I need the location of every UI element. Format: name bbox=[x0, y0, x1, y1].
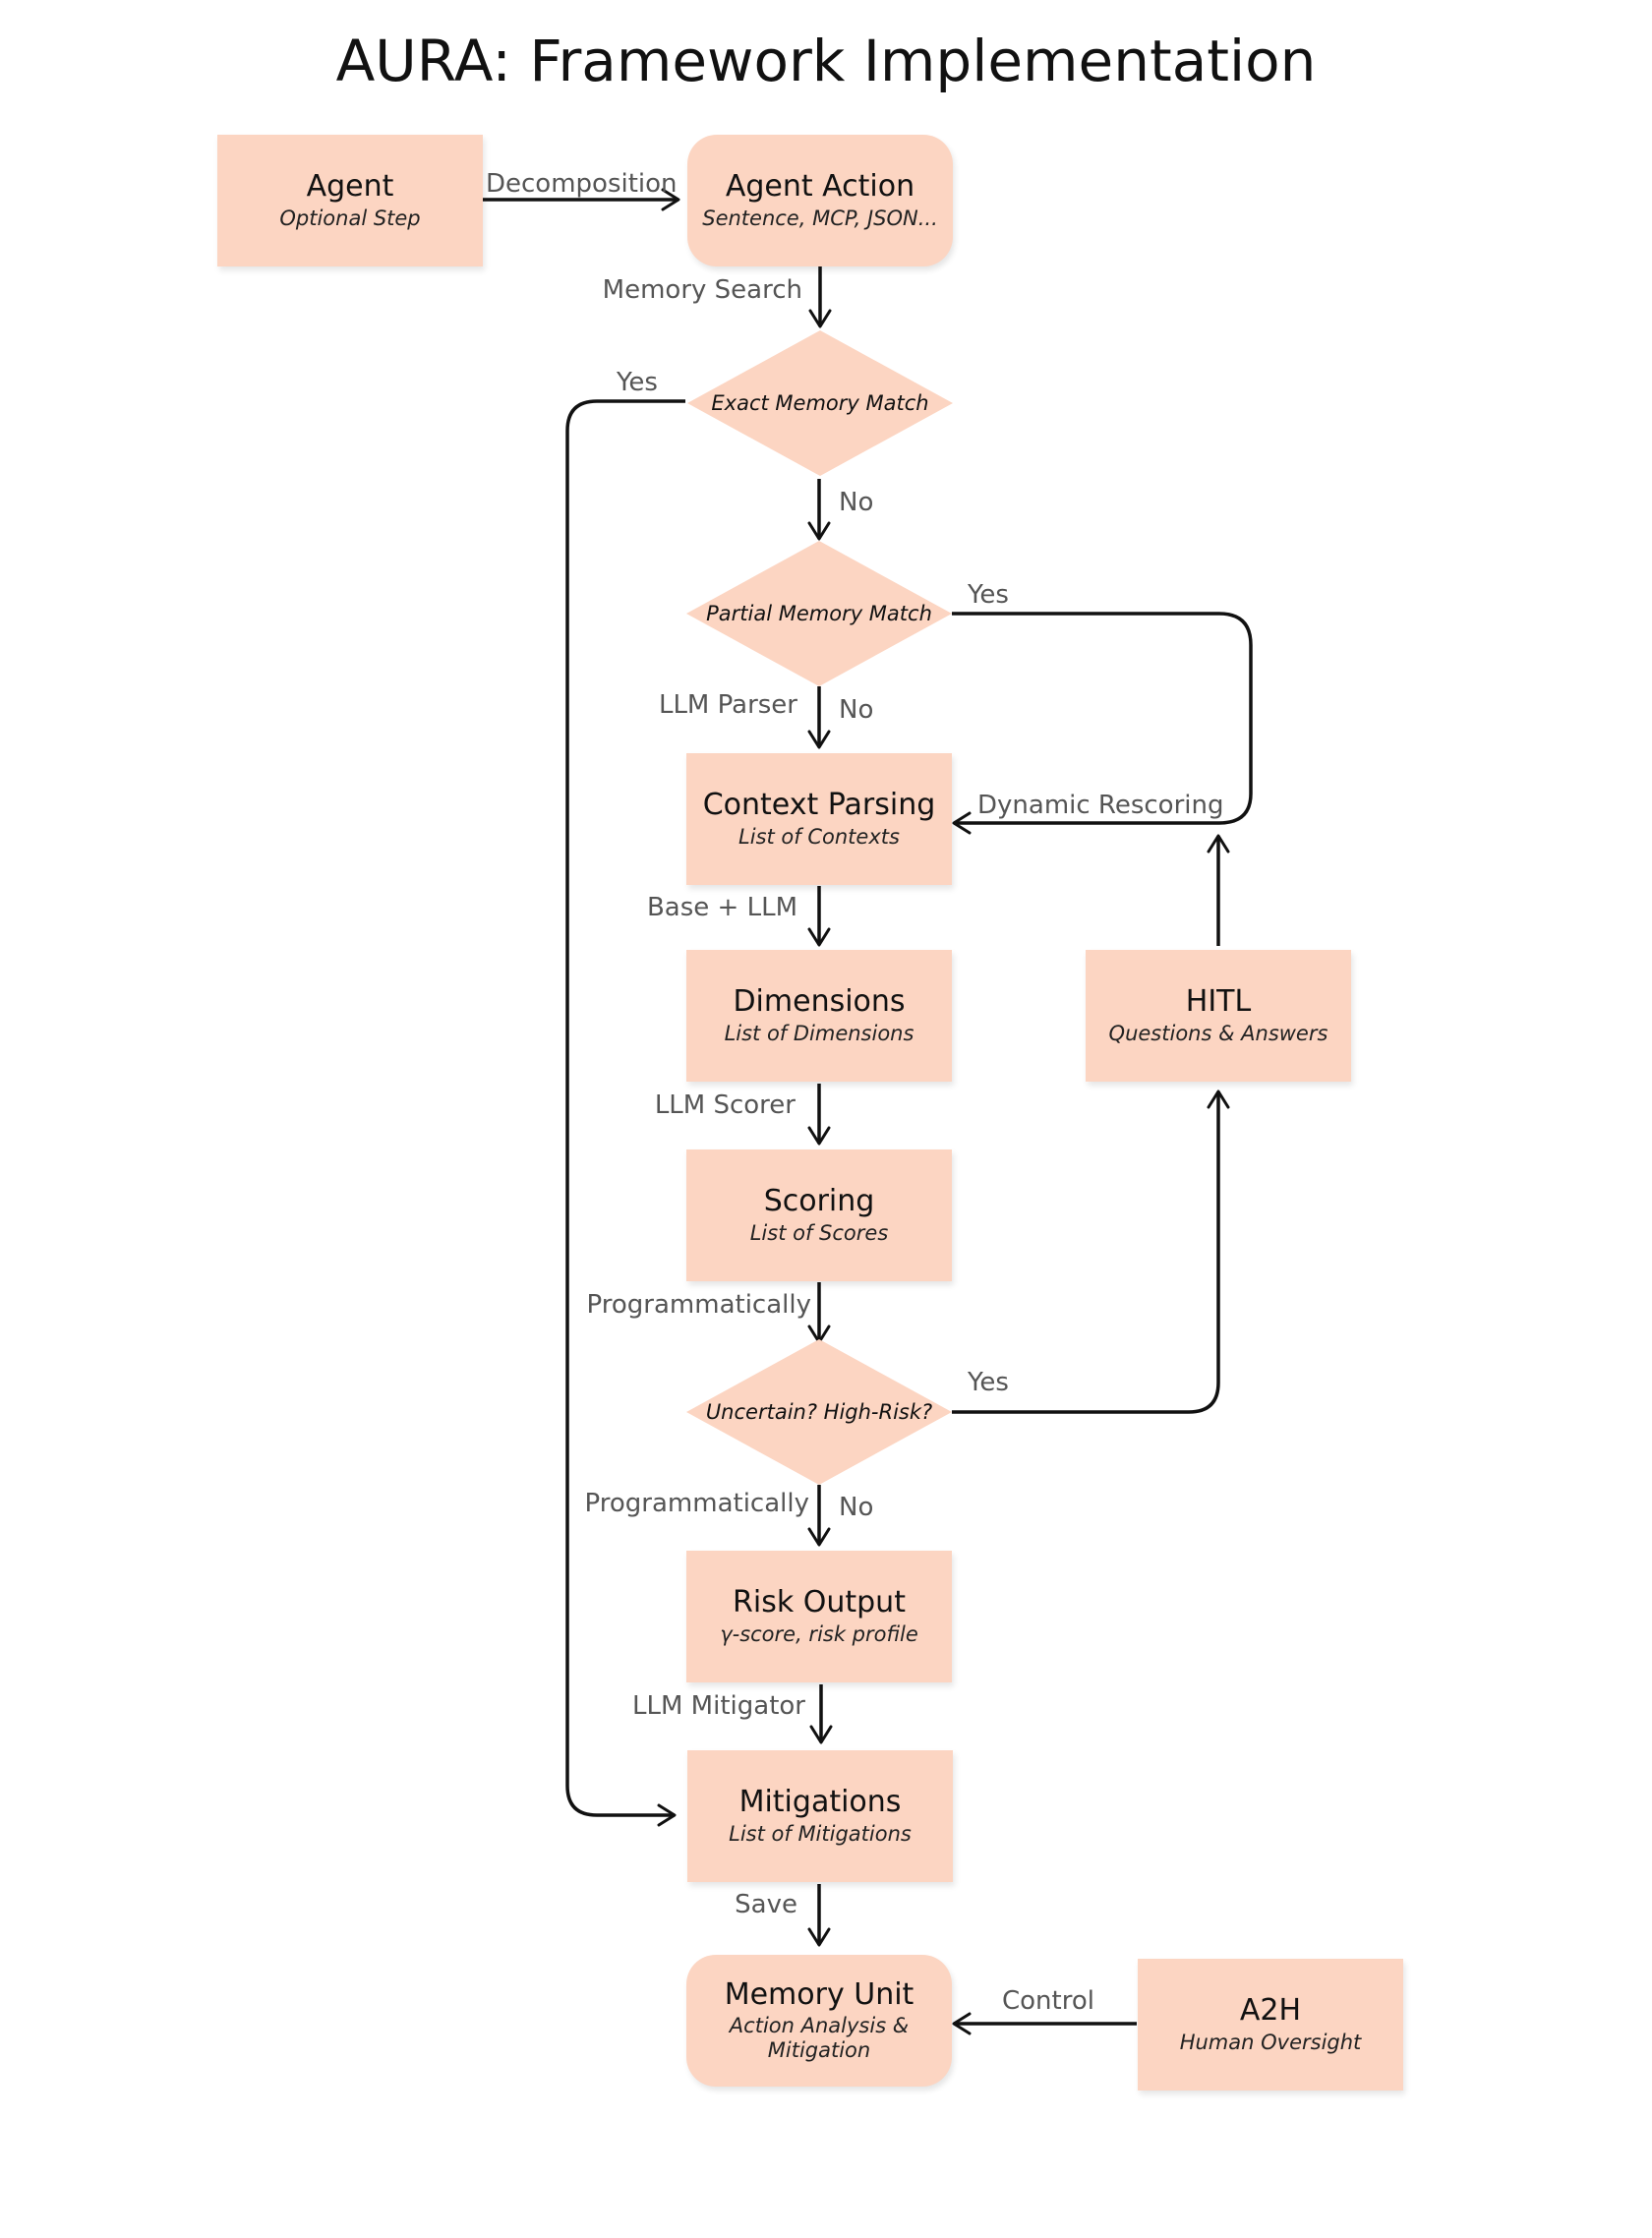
decision-exact-memory-match-label: Exact Memory Match bbox=[711, 391, 929, 415]
node-memory-unit-title: Memory Unit bbox=[724, 1976, 914, 2012]
node-scoring-title: Scoring bbox=[763, 1184, 875, 1219]
label-partial-yes: Yes bbox=[968, 580, 1009, 610]
edge-exact-yes-to-mitigations bbox=[565, 399, 685, 1827]
node-memory-unit-subtitle: Action Analysis & Mitigation bbox=[729, 2014, 910, 2063]
label-llm-scorer: LLM Scorer bbox=[654, 1090, 796, 1120]
decision-uncertain-high-risk-label: Uncertain? High-Risk? bbox=[705, 1400, 933, 1424]
node-agent-subtitle: Optional Step bbox=[279, 206, 421, 230]
edge-uncertain-yes-to-hitl bbox=[952, 1090, 1230, 1414]
edge-partial-yes-to-context bbox=[952, 612, 1253, 835]
node-agent-action: Agent Action Sentence, MCP, JSON... bbox=[687, 135, 953, 266]
label-dynamic-rescoring: Dynamic Rescoring bbox=[977, 791, 1224, 820]
diagram-title: AURA: Framework Implementation bbox=[335, 28, 1317, 94]
decision-partial-memory-match-label: Partial Memory Match bbox=[706, 602, 932, 625]
label-llm-mitigator: LLM Mitigator bbox=[632, 1691, 805, 1721]
node-dimensions-subtitle: List of Dimensions bbox=[724, 1021, 914, 1045]
node-scoring: Scoring List of Scores bbox=[686, 1149, 952, 1281]
label-exact-no: No bbox=[839, 488, 874, 517]
label-uncertain-yes: Yes bbox=[968, 1368, 1009, 1397]
node-hitl-subtitle: Questions & Answers bbox=[1108, 1021, 1328, 1045]
label-control: Control bbox=[1002, 1986, 1094, 2016]
node-context-parsing-title: Context Parsing bbox=[702, 788, 936, 823]
node-a2h: A2H Human Oversight bbox=[1138, 1959, 1403, 2091]
label-programmatically-2: Programmatically bbox=[584, 1489, 809, 1518]
label-uncertain-no: No bbox=[839, 1493, 874, 1522]
node-a2h-title: A2H bbox=[1239, 1993, 1302, 2029]
node-hitl: HITL Questions & Answers bbox=[1086, 950, 1351, 1082]
label-save: Save bbox=[735, 1890, 797, 1919]
node-mitigations-title: Mitigations bbox=[738, 1785, 902, 1820]
node-context-parsing: Context Parsing List of Contexts bbox=[686, 753, 952, 885]
label-llm-parser: LLM Parser bbox=[658, 690, 797, 720]
label-base-llm: Base + LLM bbox=[646, 893, 797, 922]
label-decomposition: Decomposition bbox=[486, 169, 678, 199]
node-dimensions: Dimensions List of Dimensions bbox=[686, 950, 952, 1082]
label-exact-yes: Yes bbox=[617, 368, 658, 397]
node-hitl-title: HITL bbox=[1185, 984, 1252, 1020]
label-programmatically-1: Programmatically bbox=[586, 1290, 811, 1320]
node-risk-output-title: Risk Output bbox=[733, 1585, 906, 1620]
node-agent-action-title: Agent Action bbox=[725, 169, 915, 205]
label-partial-no: No bbox=[839, 695, 874, 725]
node-a2h-subtitle: Human Oversight bbox=[1179, 2030, 1362, 2054]
label-memory-search: Memory Search bbox=[602, 275, 802, 305]
node-context-parsing-subtitle: List of Contexts bbox=[738, 824, 900, 849]
node-scoring-subtitle: List of Scores bbox=[749, 1220, 889, 1245]
node-agent-title: Agent bbox=[306, 169, 394, 205]
node-agent-action-subtitle: Sentence, MCP, JSON... bbox=[702, 206, 938, 230]
node-agent: Agent Optional Step bbox=[217, 135, 483, 266]
node-mitigations: Mitigations List of Mitigations bbox=[687, 1750, 953, 1882]
node-memory-unit: Memory Unit Action Analysis & Mitigation bbox=[686, 1955, 952, 2087]
node-dimensions-title: Dimensions bbox=[733, 984, 906, 1020]
node-risk-output-subtitle: γ-score, risk profile bbox=[720, 1621, 918, 1646]
node-risk-output: Risk Output γ-score, risk profile bbox=[686, 1551, 952, 1682]
node-mitigations-subtitle: List of Mitigations bbox=[729, 1821, 912, 1846]
